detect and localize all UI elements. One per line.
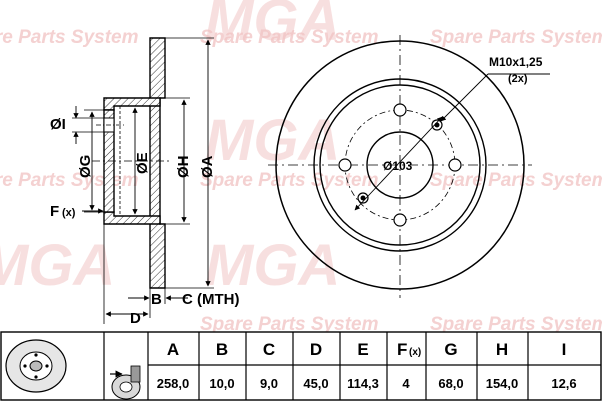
dimension-table: A B C D E F (x) G H I 258,0 10,0 9,0 45,… [0,331,602,401]
dim-label-F-sub: (x) [62,207,76,219]
bolt-hole [338,158,352,172]
header-I: I [562,340,567,359]
thread-count-label: (2x) [508,73,528,85]
header-F: F [397,340,407,359]
watermark-line: Spare Parts System [430,27,602,48]
value-B: 10,0 [209,376,234,391]
watermark-line: Spare Parts System [0,27,139,48]
dim-label-E: ØE [134,152,151,174]
dim-label-B: B [151,291,162,308]
thread-label: M10x1,25 [489,55,543,69]
bolt-circle-label: Ø103 [383,159,413,173]
watermark-line: Spare Parts System [430,314,602,335]
value-G: 68,0 [438,376,463,391]
watermark-line: Spare Parts System [430,170,602,191]
header-G: G [444,340,457,359]
bolt-hole [448,158,462,172]
header-C: C [263,340,275,359]
value-H: 154,0 [486,376,519,391]
value-E: 114,3 [347,376,379,391]
header-A: A [167,340,179,359]
header-B: B [216,340,228,359]
dim-label-I: ØI [50,116,66,133]
bolt-hole [393,103,407,117]
watermark-line: Spare Parts System [200,27,379,48]
dim-label-A: ØA [199,155,216,178]
brake-disc-icon [5,339,67,393]
watermark-brand: MGA [0,233,115,298]
value-A: 258,0 [157,376,190,391]
dim-label-G: ØG [77,155,94,178]
dim-label-D: D [130,310,141,327]
watermark-line: Spare Parts System [200,314,379,335]
watermark-line: Spare Parts System [200,170,379,191]
watermark: MGA MGA MGA MGA Spare Parts System Spare… [0,0,602,335]
header-H: H [496,340,508,359]
front-view: Ø103 M10x1,25 (2x) [268,35,550,298]
value-F: 4 [402,376,410,391]
dim-label-C: C (MTH) [182,291,239,308]
dim-label-F: F [50,203,59,220]
side-view: ØI ØG ØE ØH ØA F (x) B C (MTH) D [50,37,239,327]
value-I: 12,6 [551,376,576,391]
header-D: D [310,340,322,359]
watermark-line: Spare Parts System [0,170,139,191]
bolt-hole [393,213,407,227]
watermark-brand: MGA [205,0,340,53]
disc-thickness-icon [110,365,141,400]
value-C: 9,0 [260,376,278,391]
threaded-hole [434,122,440,128]
watermark-brand: MGA [205,233,340,298]
dim-label-H: ØH [175,156,192,179]
header-F-sub: (x) [409,347,421,358]
value-D: 45,0 [303,376,328,391]
header-E: E [357,340,368,359]
disc-section [149,37,166,289]
